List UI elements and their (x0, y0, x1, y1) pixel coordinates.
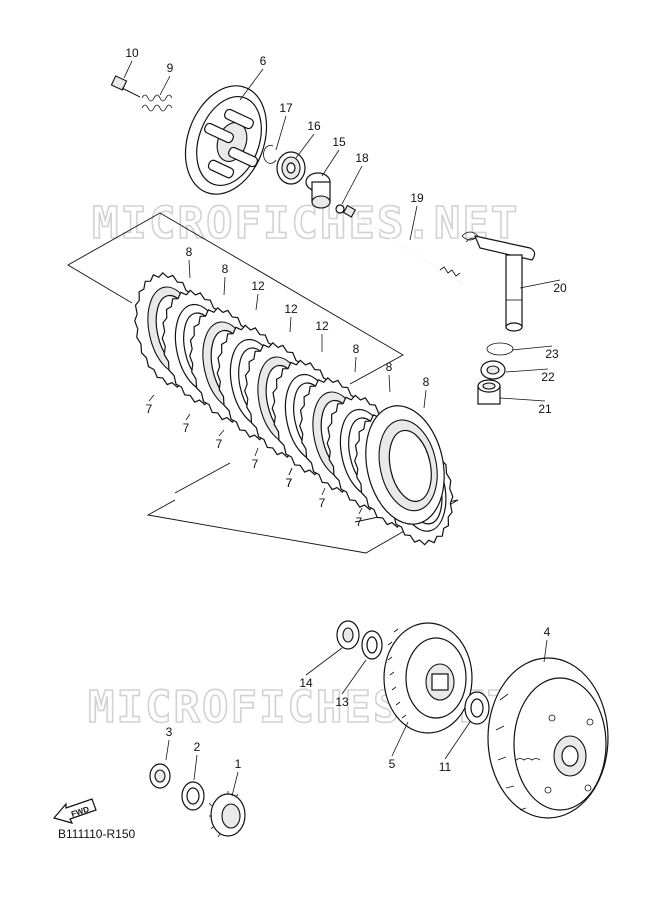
callout-7: 7 (216, 437, 223, 451)
callout-leader (275, 115, 287, 151)
callout-20: 20 (553, 281, 567, 295)
part-3-spacer (149, 763, 171, 789)
part-18-ball (335, 204, 345, 214)
callout-leader (218, 429, 225, 437)
callout-23: 23 (545, 347, 559, 361)
callout-leader (388, 374, 391, 393)
callout-7: 7 (286, 476, 293, 490)
callout-leader (444, 721, 471, 760)
callout-leader (295, 133, 315, 159)
callout-leader (165, 739, 170, 761)
part-19-push-rod (342, 204, 463, 285)
callout-22: 22 (541, 370, 555, 384)
part-11-thrust-washer (464, 691, 490, 725)
callout-leader (505, 368, 549, 373)
part-5-clutch-boss (383, 622, 473, 734)
callout-leader (289, 316, 292, 333)
callout-6: 6 (260, 54, 267, 68)
callout-leader (148, 394, 155, 402)
callout-9: 9 (167, 61, 174, 75)
callout-leader (423, 389, 427, 409)
callout-7: 7 (286, 476, 293, 490)
part-10-bolt (110, 75, 141, 98)
callout-7: 7 (252, 457, 259, 471)
callout-12: 12 (284, 302, 298, 316)
clutch-plate-stack (134, 272, 454, 546)
callout-7: 7 (356, 515, 363, 529)
watermark-top: MICROFICHES.NET (92, 198, 519, 249)
callout-leader (223, 276, 226, 296)
callout-leader (341, 165, 363, 205)
part-2-washer (181, 781, 205, 811)
callout-5: 5 (389, 757, 396, 771)
part-4-clutch-housing (487, 657, 609, 819)
callout-7: 7 (146, 402, 153, 416)
callout-leader (321, 487, 326, 496)
callout-7: 7 (319, 496, 326, 510)
friction-plate-front (365, 405, 445, 525)
callout-15: 15 (332, 135, 346, 149)
callout-leader (159, 75, 171, 96)
callout-leader (255, 293, 259, 311)
callout-8: 8 (186, 245, 193, 259)
callout-leader (239, 68, 264, 101)
callout-leader (499, 397, 546, 402)
callout-13: 13 (335, 695, 349, 709)
callout-3: 3 (166, 725, 173, 739)
callout-leader (231, 771, 239, 797)
callout-leader (391, 721, 409, 757)
callout-leader (188, 259, 191, 279)
callout-8: 8 (222, 262, 229, 276)
callout-leader (543, 639, 548, 663)
part-16-bearing (276, 151, 306, 185)
callout-11: 11 (439, 760, 452, 774)
callout-leader (341, 659, 367, 695)
callout-leader (185, 413, 191, 421)
callout-leader (254, 447, 259, 457)
part-13-washer (361, 630, 383, 660)
callout-leader (193, 754, 198, 781)
part-15-push-piece (305, 172, 331, 209)
callout-19: 19 (410, 191, 424, 205)
part-6-pressure-plate (184, 85, 268, 195)
callout-2: 2 (194, 740, 201, 754)
part-22-oil-seal (480, 360, 506, 380)
callout-leader (358, 507, 363, 515)
part-21-bushing (477, 379, 501, 405)
part-23-circlip (486, 342, 514, 356)
leader-lines (123, 60, 561, 797)
callout-leader (354, 356, 357, 373)
callout-12: 12 (251, 279, 265, 293)
callout-12: 12 (315, 319, 329, 333)
callout-leader (321, 149, 340, 177)
part-17-circlip (263, 145, 277, 164)
part-1-primary-gear (208, 791, 246, 838)
callout-1: 1 (235, 757, 242, 771)
callout-21: 21 (538, 402, 552, 416)
callout-8: 8 (423, 375, 430, 389)
callout-leader (519, 279, 561, 289)
callout-8: 8 (353, 342, 360, 356)
callout-16: 16 (307, 119, 321, 133)
callout-8: 8 (386, 360, 393, 374)
callout-leader (305, 647, 343, 676)
callout-17: 17 (279, 101, 293, 115)
callout-leader (409, 205, 418, 241)
callout-leader (511, 345, 553, 351)
callout-10: 10 (125, 46, 139, 60)
callout-7: 7 (183, 421, 190, 435)
fwd-arrow-icon: FWD (52, 798, 97, 824)
callout-4: 4 (544, 625, 551, 639)
callout-leader (123, 60, 133, 79)
part-20-push-lever-shaft (461, 231, 536, 332)
callout-leader (288, 467, 293, 476)
part-14-nut (336, 620, 360, 650)
diagram-code: B111110-R150 (58, 827, 135, 841)
callout-18: 18 (355, 151, 369, 165)
part-9-spring (141, 94, 173, 112)
callout-14: 14 (299, 676, 313, 690)
